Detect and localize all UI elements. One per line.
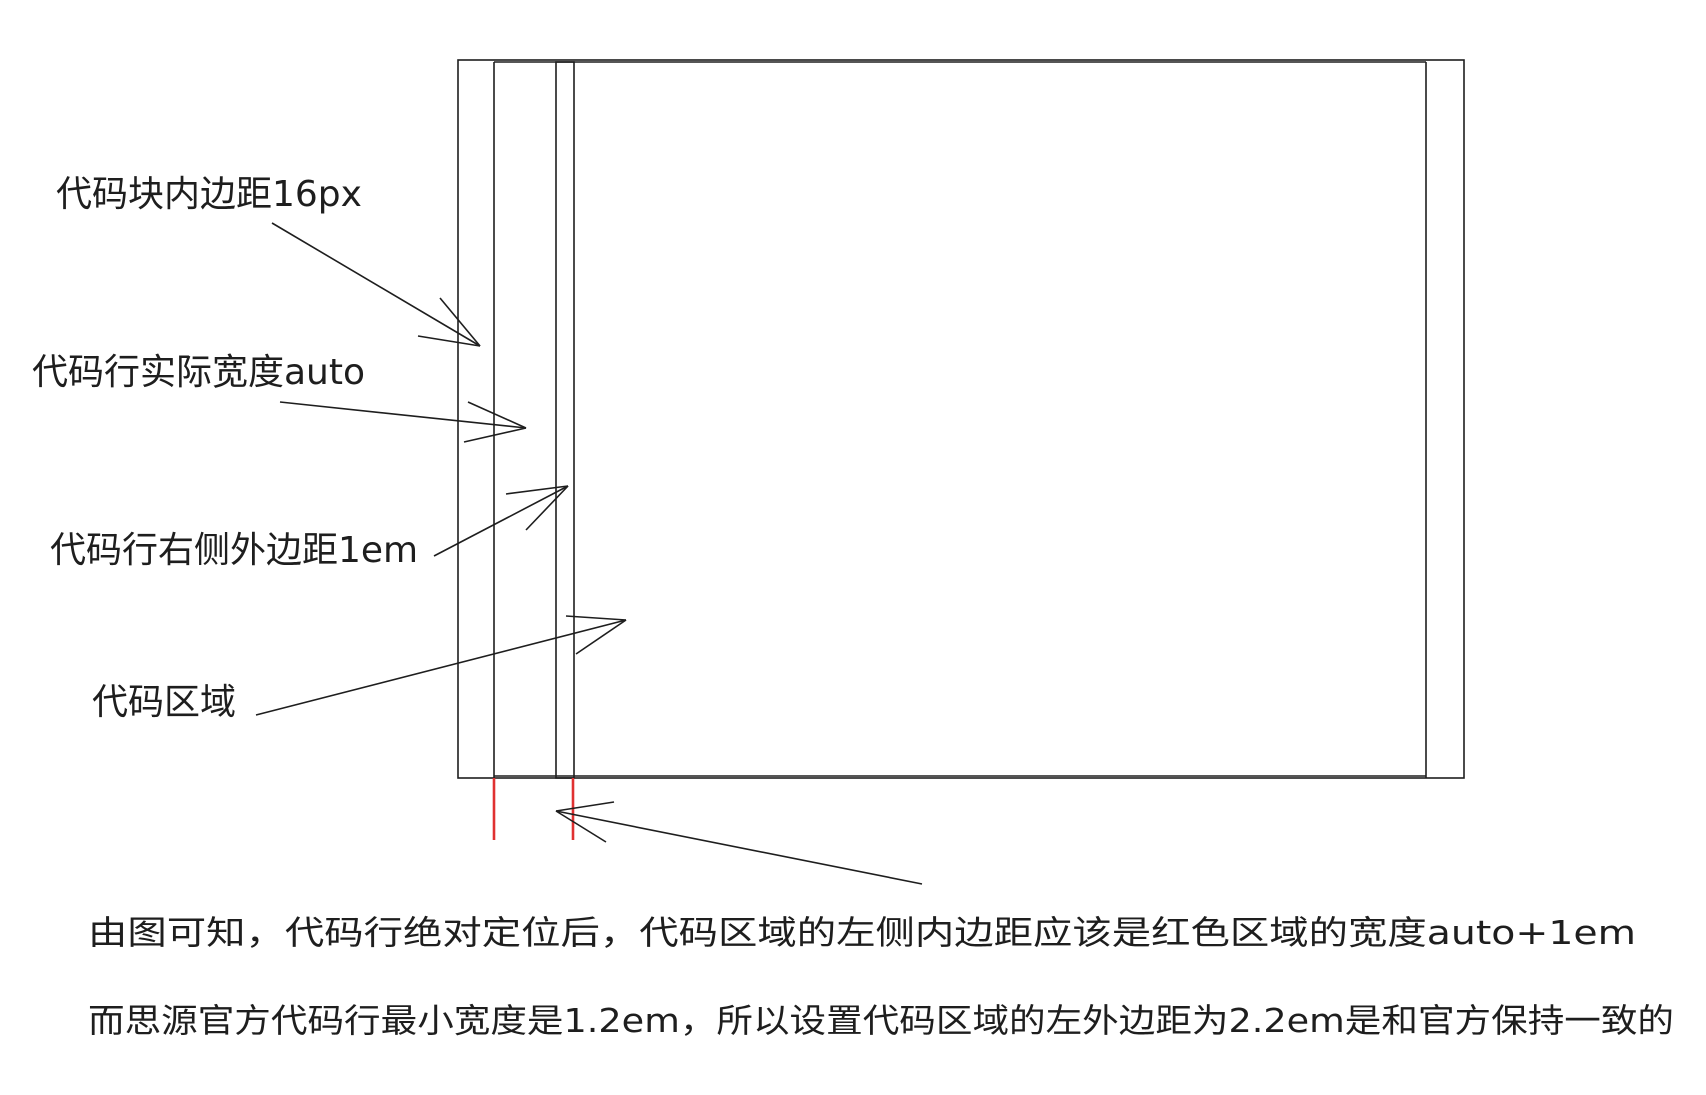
code-block-outer-rect [457,59,1465,779]
line-number-column-rect [555,61,575,779]
arrow-line-margin [433,485,569,557]
arrow-line-width [279,401,527,443]
label-line-width: 代码行实际宽度auto [32,352,365,393]
label-code-area: 代码区域 [92,682,236,723]
note-line-1: 由图可知，代码行绝对定位后，代码区域的左侧内边距应该是红色区域的宽度auto+1… [88,913,1636,952]
arrow-red-area [555,801,923,885]
arrow-block-padding [271,222,481,347]
label-line-margin-right: 代码行右侧外边距1em [50,530,418,571]
label-block-padding: 代码块内边距16px [56,174,362,215]
arrow-code-area [255,615,627,716]
note-line-2: 而思源官方代码行最小宽度是1.2em，所以设置代码区域的左外边距为2.2em是和… [88,1001,1674,1040]
